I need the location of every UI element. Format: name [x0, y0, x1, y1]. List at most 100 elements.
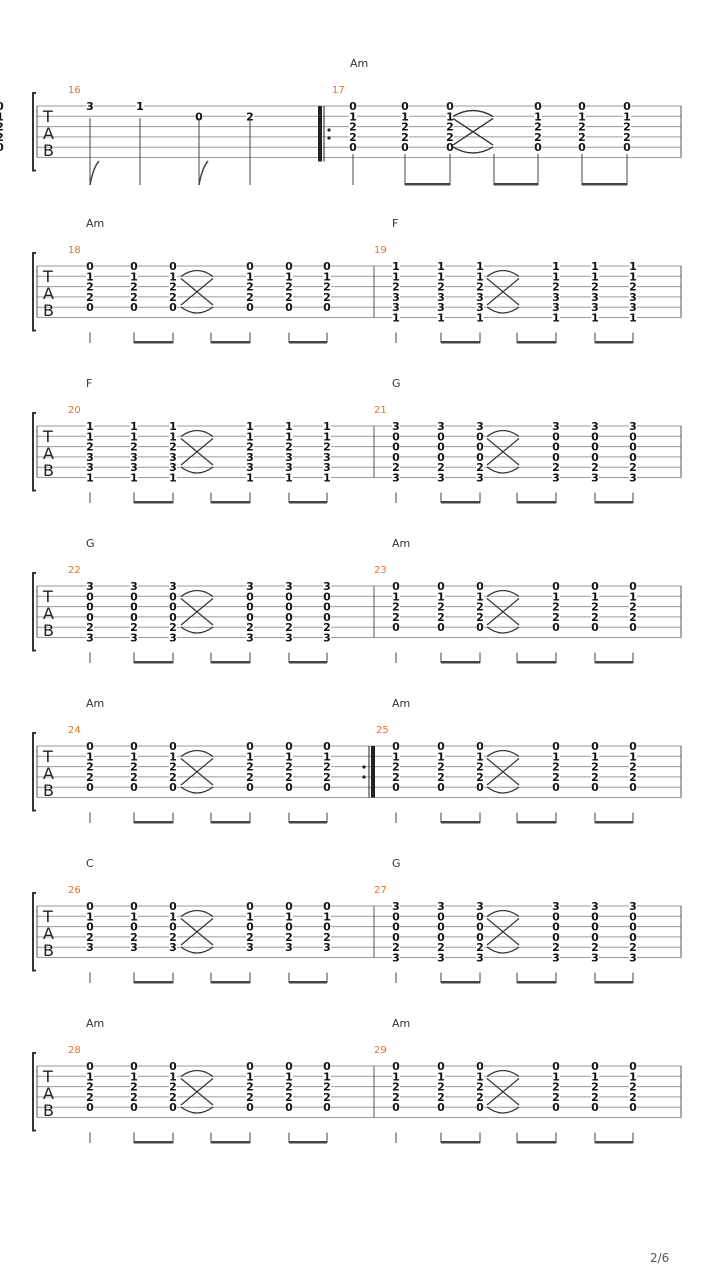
fret-number: 2: [392, 761, 400, 774]
fret-number: 0: [169, 740, 177, 753]
rhythm-beam: [211, 501, 250, 504]
fret-number: 0: [629, 781, 637, 794]
fret-number: 2: [86, 621, 94, 634]
rhythm-beam: [517, 501, 556, 504]
fret-number: 0: [323, 301, 331, 314]
measure-number: 25: [376, 725, 389, 736]
fret-number: 0: [323, 1101, 331, 1114]
rhythm-beam: [405, 183, 450, 186]
rhythm-flag: [89, 160, 100, 186]
strum-cross: [180, 598, 214, 626]
rhythm-beam: [595, 981, 633, 984]
strum-cross: [486, 758, 520, 786]
fret-number: 2: [476, 601, 484, 614]
fret-number: 2: [591, 601, 599, 614]
rhythm-beam: [211, 821, 250, 824]
rhythm-beam: [289, 341, 327, 344]
system-bracket: [32, 412, 36, 492]
fret-number: 3: [392, 952, 400, 965]
fret-number: 0: [130, 921, 138, 934]
rhythm-beam: [211, 1141, 250, 1144]
fret-number: 2: [629, 461, 637, 474]
strum-arc: [452, 146, 494, 154]
fret-number: 3: [591, 952, 599, 965]
fret-number: 3: [130, 461, 138, 474]
rhythm-beam: [517, 341, 556, 344]
fret-number: 0: [86, 260, 94, 273]
fret-number: 1: [476, 590, 484, 603]
measure-number: 22: [68, 565, 81, 576]
fret-number: 1: [437, 1070, 445, 1083]
fret-number: 0: [476, 451, 484, 464]
fret-number: 0: [246, 301, 254, 314]
fret-number: 1: [323, 420, 331, 433]
rhythm-beam: [517, 821, 556, 824]
fret-number: 0: [591, 1101, 599, 1114]
fret-number: 2: [591, 1091, 599, 1104]
strum-arc: [180, 786, 214, 794]
fret-number: 2: [401, 121, 409, 134]
fret-number: 3: [130, 580, 138, 593]
fret-number: 2: [86, 771, 94, 784]
fret-number: 1: [86, 750, 94, 763]
tab-clef-letter: A: [43, 284, 54, 303]
fret-number: 0: [323, 601, 331, 614]
fret-number: 0: [591, 921, 599, 934]
fret-number: 2: [392, 611, 400, 624]
fret-number: 2: [323, 761, 331, 774]
fret-number: 2: [130, 761, 138, 774]
fret-number: 1: [285, 910, 293, 923]
fret-number: 1: [476, 1070, 484, 1083]
rhythm-beam: [134, 981, 173, 984]
strum-arc: [180, 466, 214, 474]
fret-number: 0: [86, 921, 94, 934]
fret-number: 3: [392, 420, 400, 433]
fret-number: 0: [392, 910, 400, 923]
fret-number: 1: [86, 910, 94, 923]
fret-number: 2: [534, 121, 542, 134]
fret-number: 0: [86, 1101, 94, 1114]
strum-arc: [486, 589, 520, 597]
strum-arc: [486, 1069, 520, 1077]
fret-number: 0: [323, 1060, 331, 1073]
fret-number: 3: [591, 301, 599, 314]
fret-number: 2: [323, 291, 331, 304]
fret-number: 2: [392, 1081, 400, 1094]
fret-number: 3: [323, 941, 331, 954]
fret-number: 2: [629, 761, 637, 774]
rhythm-beam: [517, 981, 556, 984]
fret-number: 2: [476, 941, 484, 954]
chord-name: Am: [392, 1017, 410, 1030]
measure-number: 28: [68, 1045, 81, 1056]
fret-number: 1: [591, 590, 599, 603]
rhythm-beam: [134, 341, 173, 344]
strum-arc: [180, 946, 214, 954]
fret-number: 2: [323, 1091, 331, 1104]
fret-number: 0: [476, 441, 484, 454]
fret-number: 3: [246, 580, 254, 593]
fret-number: 1: [437, 270, 445, 283]
fret-number: 0: [169, 1101, 177, 1114]
tab-system: TAB26C01023010230102301023010230102327G3…: [32, 857, 682, 984]
fret-number: 0: [130, 1060, 138, 1073]
fret-number: 1: [437, 590, 445, 603]
fret-number: 3: [476, 952, 484, 965]
chord-name: Am: [392, 697, 410, 710]
rhythm-beam: [441, 1141, 480, 1144]
tab-clef-letter: A: [43, 124, 54, 143]
fret-number: 3: [86, 100, 94, 113]
fret-number: 2: [246, 291, 254, 304]
chord-name: G: [392, 857, 401, 870]
fret-number: 0: [629, 430, 637, 443]
fret-number: 2: [130, 771, 138, 784]
tab-clef-letter: T: [42, 907, 53, 926]
fret-number: 0: [130, 781, 138, 794]
strum-cross: [180, 278, 214, 306]
fret-number: 3: [285, 451, 293, 464]
fret-number: 1: [392, 750, 400, 763]
fret-number: 2: [86, 281, 94, 294]
chord-name: F: [392, 217, 398, 230]
measure-number: 17: [332, 85, 345, 96]
fret-number: 0: [437, 1060, 445, 1073]
measure-number: 18: [68, 245, 81, 256]
